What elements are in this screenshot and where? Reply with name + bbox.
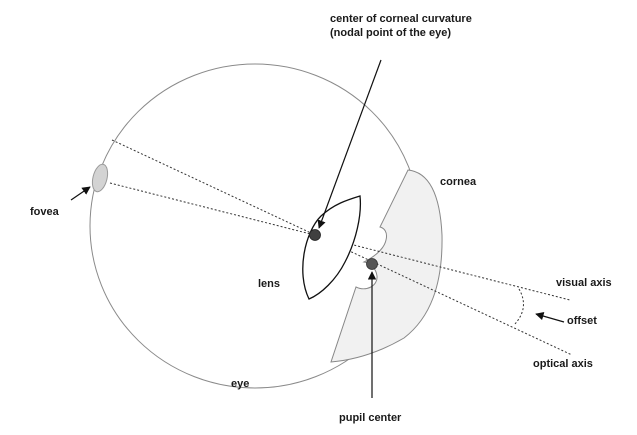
eye-label: eye [231,378,250,390]
offset-angle-arc [513,288,524,326]
pupil-center-label: pupil center [339,412,402,424]
fovea-label: fovea [30,206,59,218]
fovea-arrow [70,186,91,201]
pupil-center-marker [366,258,378,270]
lens-label: lens [258,278,281,290]
nodal-point-marker [309,229,321,241]
nodal-point-label: (nodal point of the eye) [330,27,451,39]
center-of-curvature-label: center of corneal curvature [330,13,472,25]
optical-axis-label: optical axis [533,358,593,370]
fovea-shape [91,163,109,193]
offset-label: offset [567,315,597,327]
lens-shape [302,195,362,300]
visual-axis-label: visual axis [556,277,612,289]
nodal-point-arrow [317,59,382,229]
cornea-label: cornea [440,176,477,188]
cornea-shape [330,169,443,363]
offset-arrow [535,312,565,323]
